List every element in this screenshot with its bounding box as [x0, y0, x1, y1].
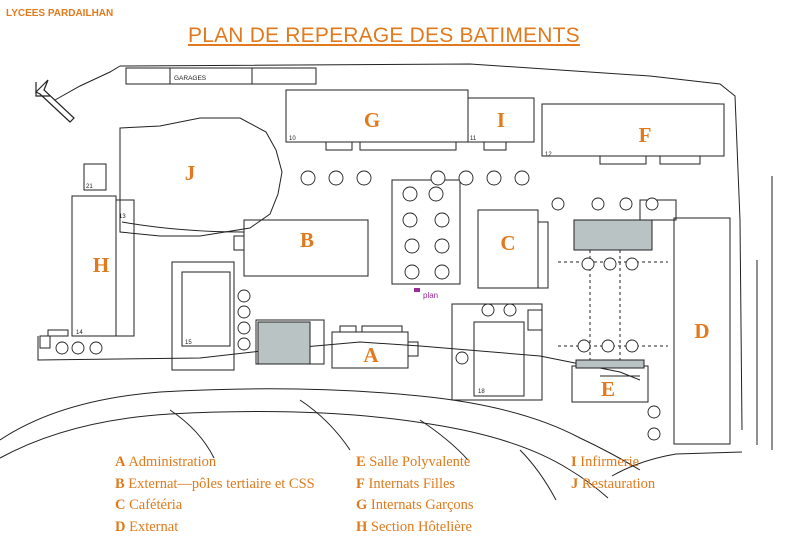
garages-label: GARAGES — [174, 75, 207, 82]
legend-item-b: B Externat—pôles tertiaire et CSS — [115, 475, 315, 492]
building-letter-d: D — [694, 319, 709, 343]
door-number: 11 — [470, 136, 477, 142]
legend-column-3: I Infirmerie J Restauration — [571, 452, 655, 495]
legend-item-i: I Infirmerie — [571, 454, 640, 470]
building-letter-f: F — [639, 123, 652, 147]
legend-item-g: G Internats Garçons — [356, 497, 474, 513]
plan-marker-label: plan — [423, 291, 438, 300]
page-title: PLAN DE REPERAGE DES BATIMENTS — [188, 24, 580, 47]
door-number: 18 — [478, 389, 485, 395]
door-number: 21 — [86, 184, 93, 190]
building-letter-j: J — [185, 161, 196, 185]
building-letter-e: E — [601, 377, 615, 401]
school-name: LYCEES PARDAILHAN — [6, 8, 114, 19]
door-number: 14 — [76, 330, 83, 336]
building-letter-i: I — [497, 108, 505, 132]
legend-item-h: H Section Hôtelière — [356, 518, 472, 535]
door-number: 12 — [545, 152, 552, 158]
you-are-here-marker — [414, 288, 420, 292]
building-letter-g: G — [364, 108, 380, 132]
door-number: 10 — [289, 136, 296, 142]
legend-item-a: A Administration — [115, 454, 217, 470]
legend-item-e: E Salle Polyvalente — [356, 454, 471, 470]
building-letter-a: A — [363, 343, 379, 367]
building-letter-c: C — [500, 231, 515, 255]
legend-item-d: D Externat — [115, 518, 179, 535]
building-letter-b: B — [300, 228, 314, 252]
door-number: 13 — [119, 214, 126, 220]
legend-item-j: J Restauration — [571, 475, 656, 492]
door-number: 15 — [185, 340, 192, 346]
legend-item-c: C Cafétéria — [115, 497, 183, 513]
north-arrow-icon — [34, 79, 75, 123]
legend-column-1: A Administration B Externat—pôles tertia… — [115, 452, 315, 538]
legend-column-2: E Salle Polyvalente F Internats Filles G… — [356, 452, 474, 538]
building-letter-h: H — [93, 253, 109, 277]
legend-item-f: F Internats Filles — [356, 475, 456, 492]
